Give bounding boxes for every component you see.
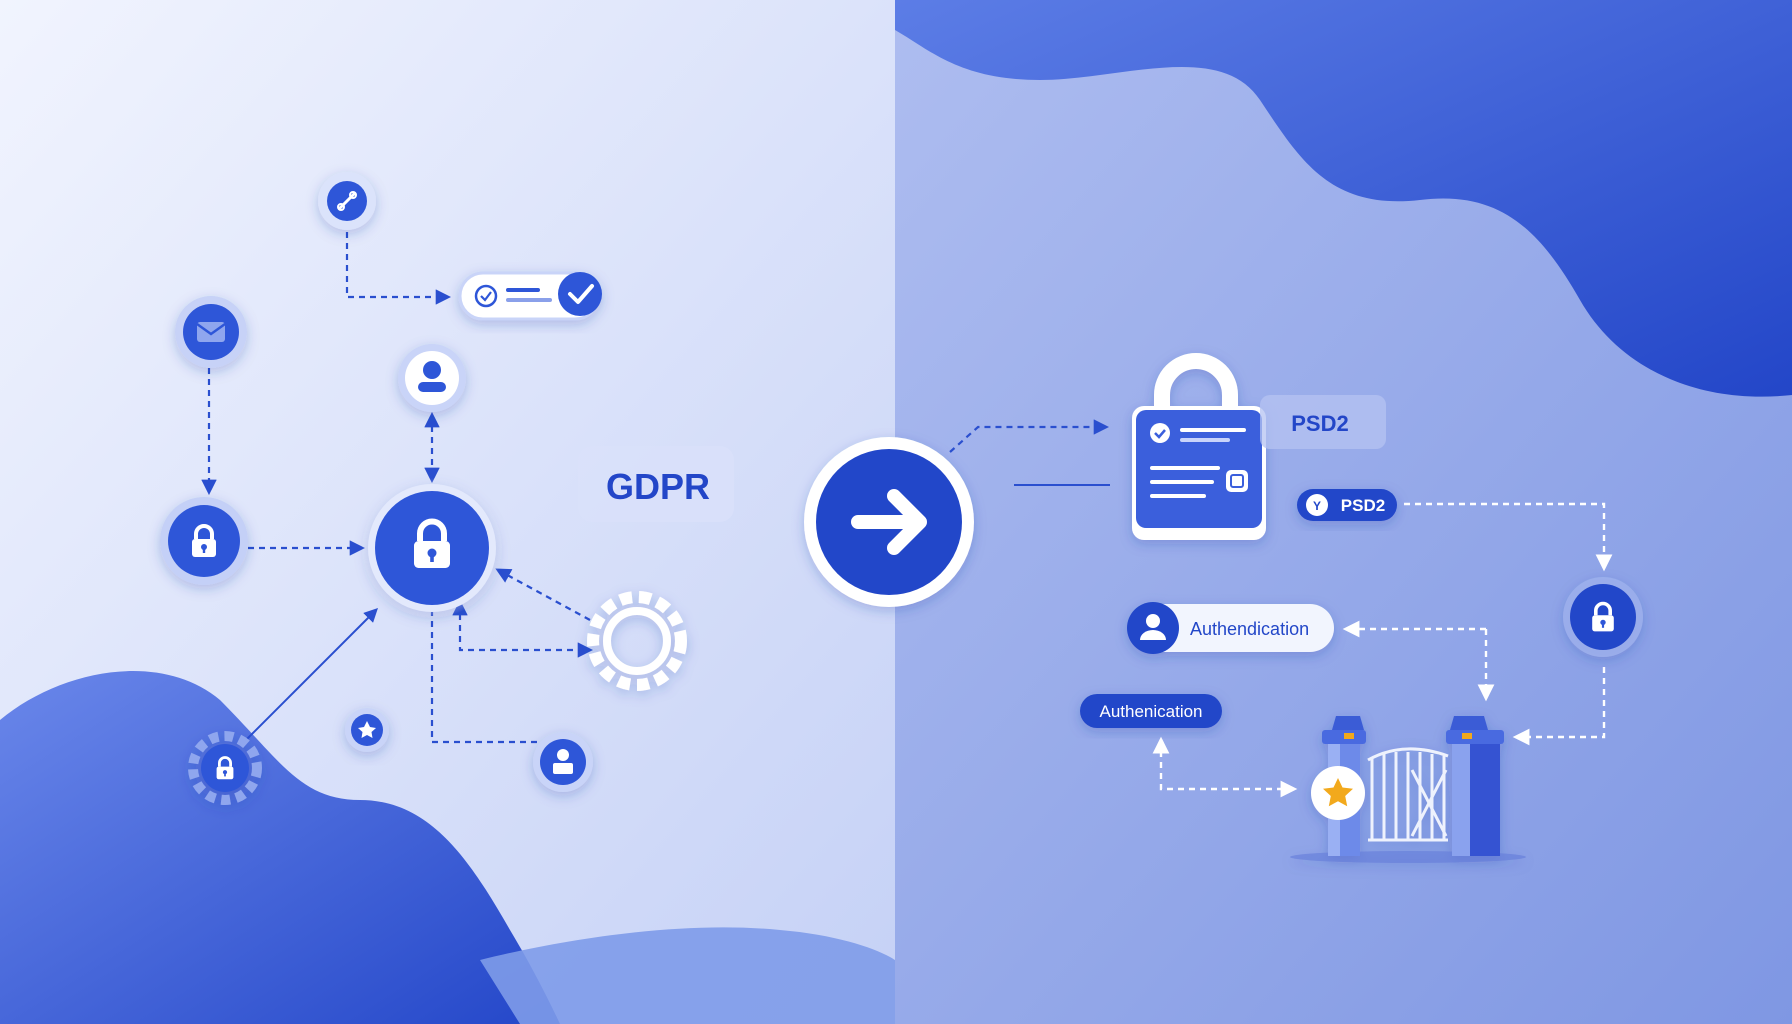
psd2-pill-icon: Y [1313,499,1321,513]
padlock-icon-right [1563,577,1643,657]
secure-document-lock-icon [1132,353,1266,540]
arrow-right-icon [851,489,927,555]
star-badge-icon [345,708,389,752]
link-icon [318,172,376,230]
padlock-icon-left [160,497,248,585]
psd2-label: PSD2 [1260,395,1386,449]
gdpr-badge-text: GDPR [606,466,710,507]
authentication-pill-dark: Authenication [1080,694,1222,728]
authentication-pill-dark-text: Authenication [1099,702,1202,721]
wave-bottom-left-light [480,927,895,1024]
psd2-label-text: PSD2 [1291,411,1348,436]
padlock-main-icon [362,478,502,618]
gdpr-badge: GDPR [578,446,734,522]
left-connectors [201,232,594,744]
psd2-pill-text: PSD2 [1341,496,1385,515]
authentication-pill-light-text: Authendication [1190,619,1309,639]
right-connectors [949,419,1613,798]
gear-lock-icon [188,731,262,805]
security-gate-icon [1290,716,1526,863]
wave-top-right [895,0,1792,397]
transition-arrow-button[interactable] [804,437,974,607]
psd2-pill: Y PSD2 [1297,489,1397,521]
mail-icon [175,296,247,368]
user-avatar-icon [398,344,466,412]
gear-icon [587,591,687,691]
user-lock-icon [533,732,593,792]
wave-bottom-left [0,671,560,1024]
verified-document-card-icon [458,271,602,321]
authentication-pill-light: Authendication [1127,602,1334,654]
